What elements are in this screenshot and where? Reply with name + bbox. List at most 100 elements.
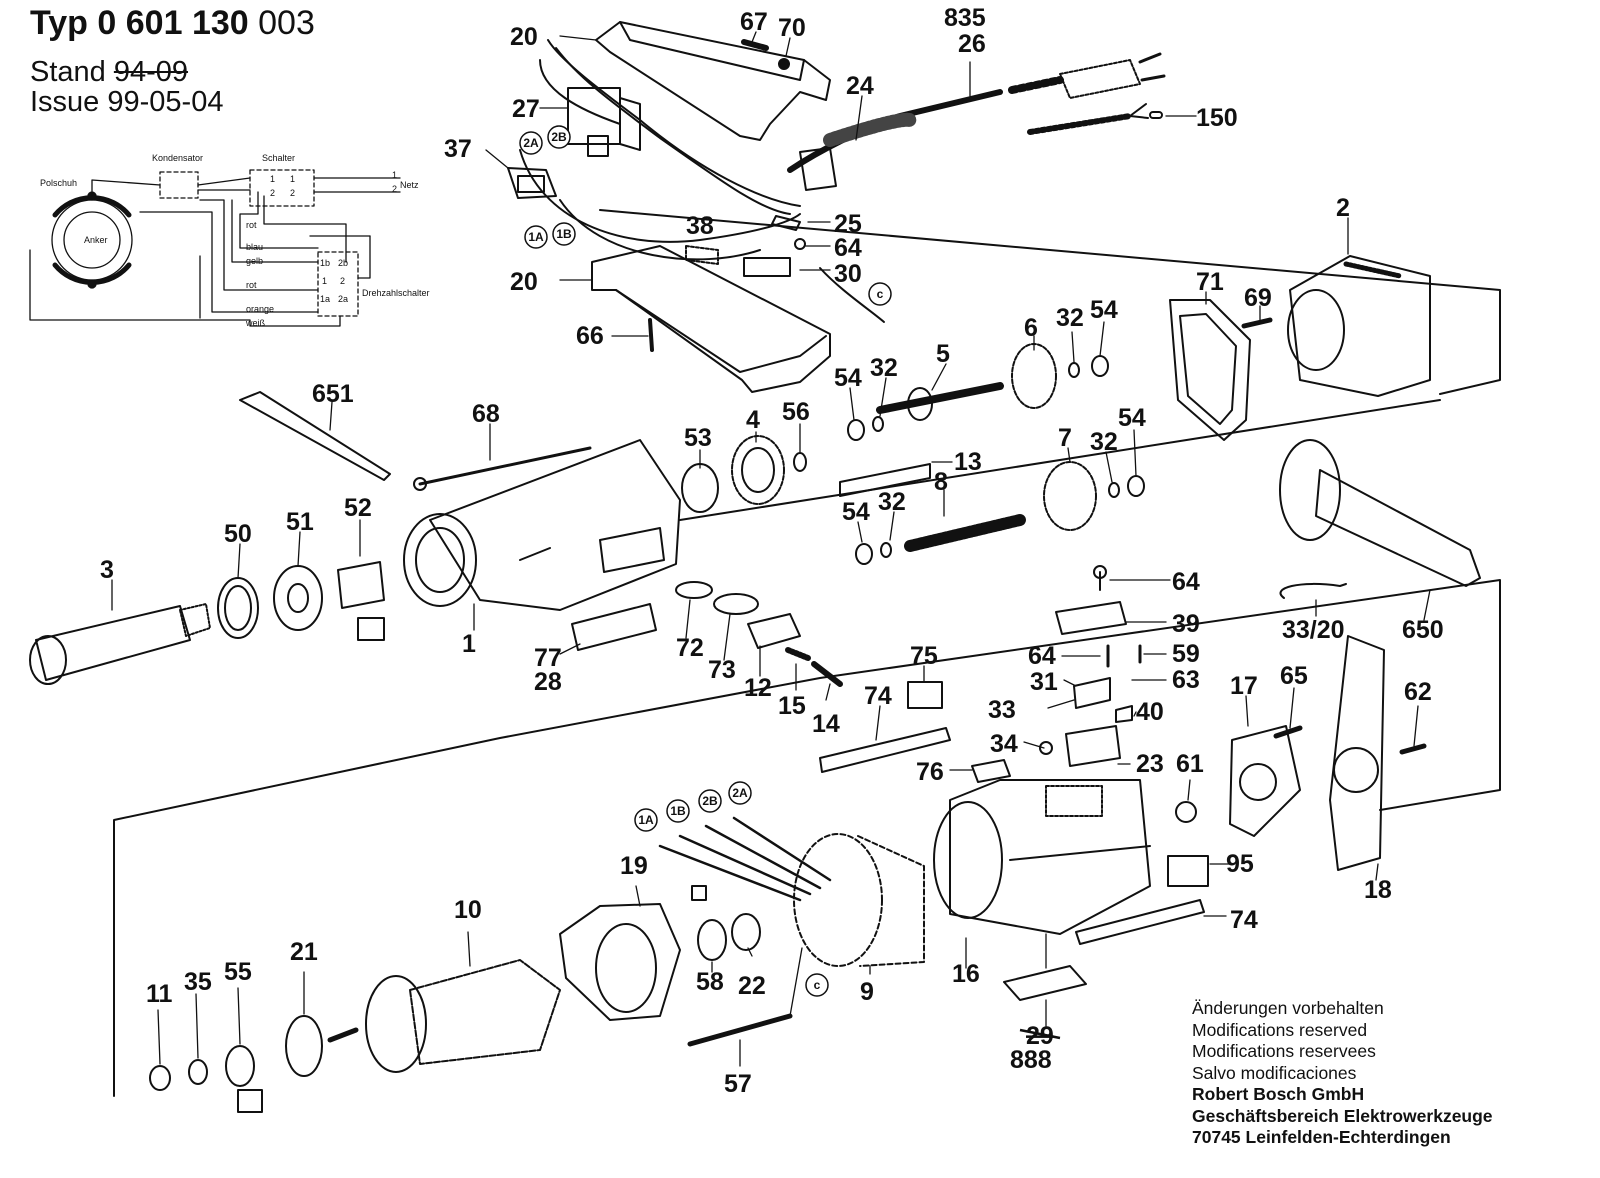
label-53: 53 [684,424,712,452]
label-7: 7 [1058,424,1072,452]
bearing-51 [273,565,323,631]
label-8: 8 [934,468,948,496]
strip-74 [819,727,951,773]
label-schalter: Schalter [262,153,295,163]
label-64-top: 64 [834,234,862,262]
label-kondensator: Kondensator [152,153,203,163]
label-11: 11 [146,980,173,1008]
label-35: 35 [184,968,212,996]
plate-29 [1003,965,1087,1001]
label-74-middle: 74 [864,682,892,710]
label-39: 39 [1172,610,1200,638]
label-12: 12 [744,674,772,702]
label-888: 888 [1010,1046,1052,1074]
wiring-schematic [29,169,401,327]
label-55: 55 [224,958,252,986]
circle-c-bottom: c [814,978,821,992]
label-22: 22 [738,972,766,1000]
label-50: 50 [224,520,252,548]
bearing-53 [681,463,719,513]
label-57: 57 [724,1070,752,1098]
footer-notes: Änderungen vorbehalten Modifications res… [1192,998,1493,1149]
type-label: Typ [30,4,88,42]
circle-2b-bottom: 2B [702,794,718,808]
label-59: 59 [1172,640,1200,668]
type-number-b: 130 [191,4,249,42]
spindle-3 [35,605,191,681]
screw-57 [687,1013,793,1047]
label-netz: Netz [400,180,419,190]
cover-39 [1055,601,1127,635]
label-polschuh: Polschuh [40,178,77,188]
label-34: 34 [990,730,1018,758]
circle-2a-bottom: 2A [732,786,748,800]
label-32-c: 32 [1090,428,1118,456]
label-64-switch: 64 [1028,642,1056,670]
label-651: 651 [312,380,354,408]
label-24: 24 [846,72,874,100]
label-drehzahlschalter: Drehzahlschalter [362,288,430,298]
label-56: 56 [782,398,810,426]
circle-c-top: c [877,287,884,301]
label-32-a: 32 [1056,304,1084,332]
switch-box [249,169,315,207]
label-orange: orange [246,304,274,314]
label-gelb: gelb [246,256,263,266]
label-38: 38 [686,212,714,240]
type-number-a: 0 601 [97,4,183,42]
type-number: Typ 0 601 130 003 [30,4,315,43]
label-28: 28 [534,668,562,696]
label-rot2: rot [246,280,257,290]
label-weiss: weiß [245,318,266,328]
label-17: 17 [1230,672,1258,700]
pin-13 [839,463,931,497]
gasket-71 [1169,299,1251,441]
label-t1b: 1 [290,174,295,184]
label-40: 40 [1136,698,1164,726]
label-d1b: 1b [320,258,330,268]
gear-6 [1011,343,1057,409]
stand-value: 94-09 [113,56,189,88]
bearing-22 [731,913,761,951]
armature-fan [365,975,427,1073]
flange-21 [285,1015,323,1077]
label-t1a: 1 [270,174,275,184]
upper-handle-shell [595,21,831,141]
label-blau: blau [246,242,263,252]
label-1: 1 [462,630,476,658]
label-19: 19 [620,852,648,880]
label-33-20: 33/20 [1282,616,1345,644]
label-t2b: 2 [290,188,295,198]
label-rot1: rot [246,220,257,230]
switch-27 [567,87,621,145]
label-anker: Anker [84,235,108,245]
circle-2b-top: 2B [551,130,567,144]
label-77: 77 [534,644,562,672]
label-10: 10 [454,896,482,924]
label-95: 95 [1226,850,1254,878]
label-74-bottom: 74 [1230,906,1258,934]
handle-assembly [507,21,1166,393]
label-d2b: 2b [338,258,348,268]
speed-switch-assembly [819,565,1142,783]
footer-address: 70745 Leinfelden-Echterdingen [1192,1127,1451,1147]
label-30: 30 [834,260,862,288]
circle-1a-bottom: 1A [638,813,654,827]
part-37 [507,167,557,199]
footer-division: Geschäftsbereich Elektrowerkzeuge [1192,1105,1493,1126]
shaft-5 [876,382,1004,414]
label-65: 65 [1280,662,1308,690]
label-75: 75 [910,642,938,670]
gear-housing-1 [429,439,681,611]
label-d1: 1 [322,276,327,286]
label-27: 27 [512,95,540,123]
label-n2: 2 [392,184,397,194]
issue-line: Issue 99-05-04 [30,86,223,119]
label-26: 26 [958,30,986,58]
footer-line-2: Modifications reserved [1192,1019,1368,1040]
nut-70 [778,58,790,70]
label-66: 66 [576,322,604,350]
label-14: 14 [812,710,840,738]
label-72: 72 [676,634,704,662]
label-n1: 1 [392,170,397,180]
